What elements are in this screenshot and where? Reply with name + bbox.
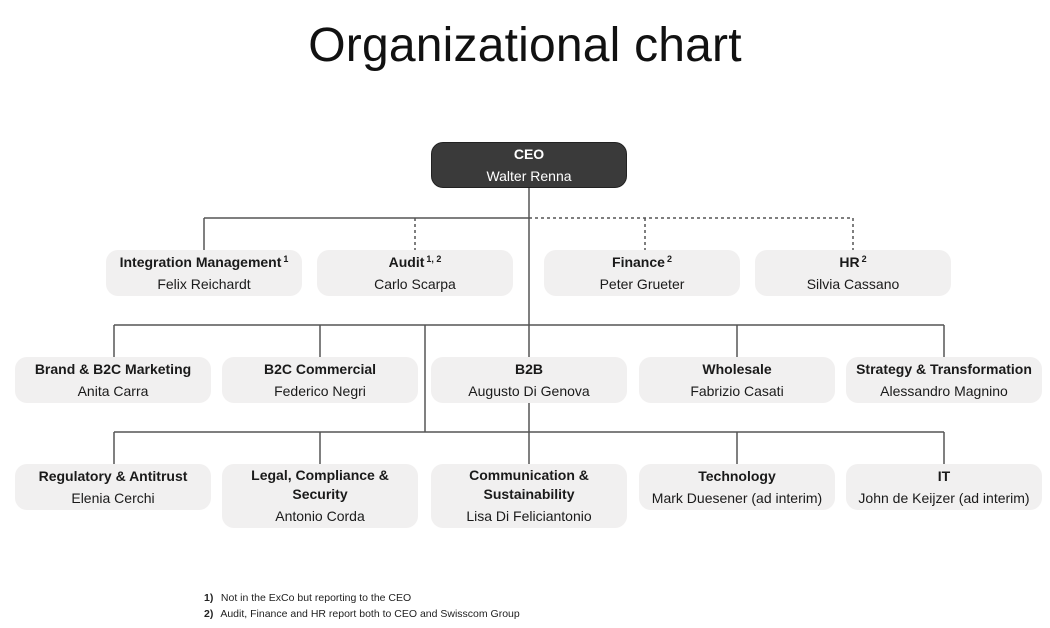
person-integration-management: Felix Reichardt [157, 275, 251, 292]
footnote-2-text: Audit, Finance and HR report both to CEO… [220, 608, 520, 620]
role-brand-b2c-marketing: Brand & B2C Marketing [34, 360, 192, 377]
person-technology: Mark Duesener (ad interim) [651, 489, 823, 506]
footnote-marker: 1, 2 [426, 253, 442, 264]
person-hr: Silvia Cassano [806, 275, 900, 292]
box-wholesale: Wholesale Fabrizio Casati [639, 357, 835, 403]
person-b2c-commercial: Federico Negri [274, 382, 366, 399]
role-b2c-commercial: B2C Commercial [263, 360, 377, 377]
role-audit: Audit [388, 253, 425, 270]
footnote-2: 2) Audit, Finance and HR report both to … [204, 606, 520, 622]
box-legal-compliance-security: Legal, Compliance & Security Antonio Cor… [222, 464, 418, 528]
ceo-person: Walter Renna [486, 167, 572, 184]
footnote-1-num: 1) [204, 592, 214, 604]
ceo-role: CEO [513, 145, 545, 162]
box-technology: Technology Mark Duesener (ad interim) [639, 464, 835, 510]
role-hr: HR [839, 253, 860, 270]
box-regulatory-antitrust: Regulatory & Antitrust Elenia Cerchi [15, 464, 211, 510]
box-communication-sustainability: Communication & Sustainability Lisa Di F… [431, 464, 627, 528]
role-communication-sustainability: Communication & Sustainability [469, 467, 589, 502]
person-regulatory-antitrust: Elenia Cerchi [71, 489, 155, 506]
footnote-marker: 1 [283, 253, 289, 264]
footnote-marker: 2 [861, 253, 867, 264]
person-legal-compliance-security: Antonio Corda [275, 508, 365, 524]
role-finance: Finance [612, 253, 665, 270]
page-title: Organizational chart [308, 19, 742, 72]
person-communication-sustainability: Lisa Di Feliciantonio [466, 508, 592, 524]
role-integration-management: Integration Management [119, 253, 282, 270]
person-audit: Carlo Scarpa [374, 275, 456, 292]
footnote-1: 1) Not in the ExCo but reporting to the … [204, 590, 520, 606]
role-wholesale: Wholesale [702, 360, 772, 377]
person-brand-b2c-marketing: Anita Carra [77, 382, 149, 399]
role-b2b: B2B [514, 360, 543, 377]
box-brand-b2c-marketing: Brand & B2C Marketing Anita Carra [15, 357, 211, 403]
role-it: IT [937, 467, 951, 484]
box-it: IT John de Keijzer (ad interim) [846, 464, 1042, 510]
person-strategy-transformation: Alessandro Magnino [880, 382, 1008, 399]
person-wholesale: Fabrizio Casati [690, 382, 784, 399]
person-finance: Peter Grueter [599, 275, 685, 292]
role-technology: Technology [698, 467, 776, 484]
footnote-2-num: 2) [204, 608, 214, 620]
person-it: John de Keijzer (ad interim) [858, 489, 1030, 506]
footnote-1-text: Not in the ExCo but reporting to the CEO [220, 592, 412, 604]
role-regulatory-antitrust: Regulatory & Antitrust [38, 467, 188, 484]
ceo-box: CEO Walter Renna [431, 142, 627, 188]
footnotes: 1) Not in the ExCo but reporting to the … [204, 590, 520, 622]
box-strategy-transformation: Strategy & Transformation Alessandro Mag… [846, 357, 1042, 403]
box-b2b: B2B Augusto Di Genova [431, 357, 627, 403]
footnote-marker: 2 [666, 253, 672, 264]
person-b2b: Augusto Di Genova [468, 382, 590, 399]
role-legal-compliance-security: Legal, Compliance & Security [251, 467, 389, 502]
box-b2c-commercial: B2C Commercial Federico Negri [222, 357, 418, 403]
role-strategy-transformation: Strategy & Transformation [856, 360, 1032, 377]
